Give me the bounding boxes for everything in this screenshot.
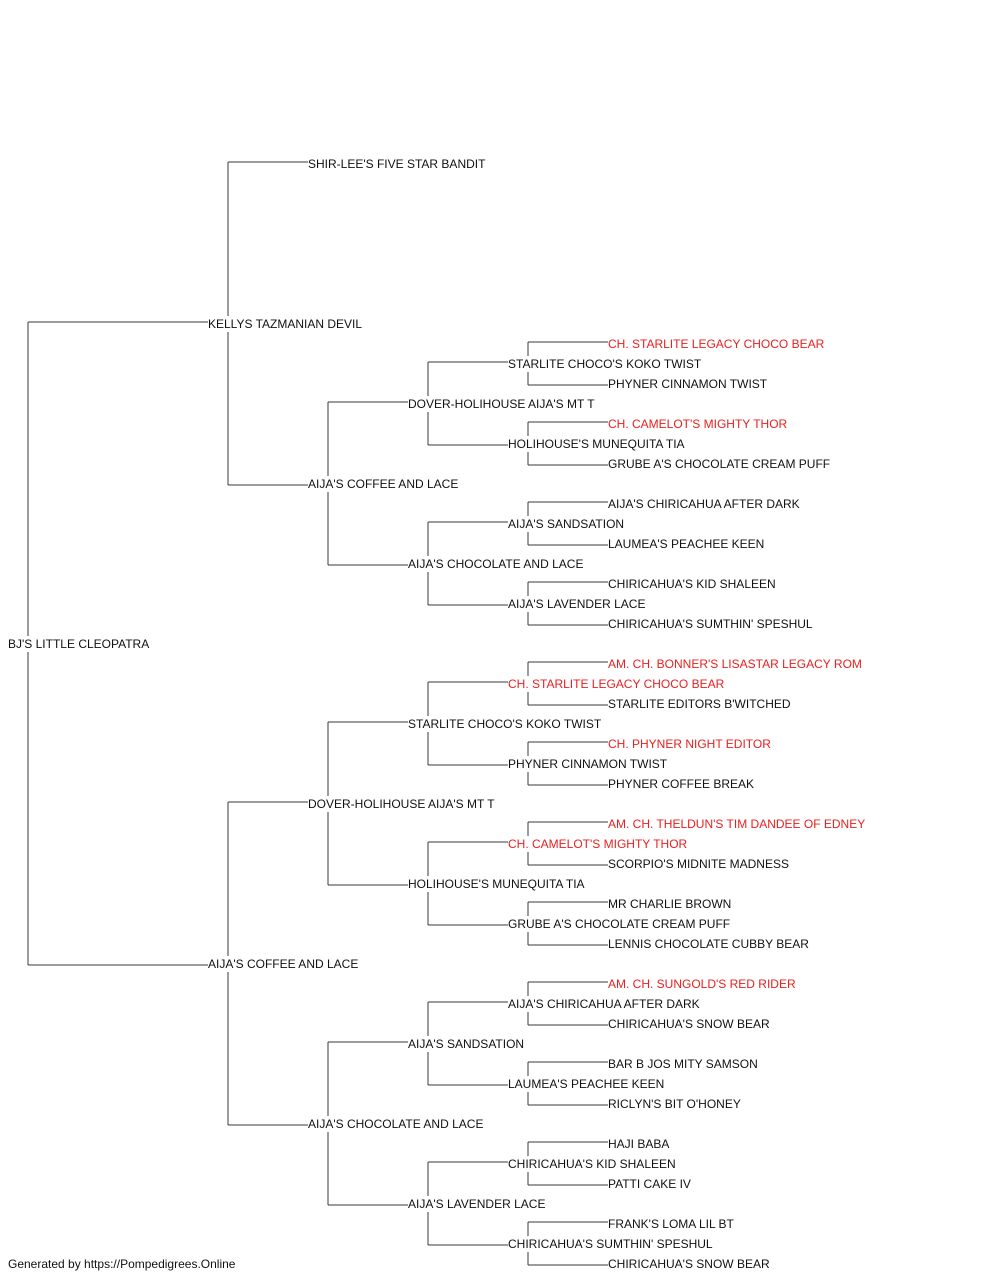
- ancestor-name: GRUBE A'S CHOCOLATE CREAM PUFF: [508, 917, 730, 931]
- ancestor-name: LAUMEA'S PEACHEE KEEN: [608, 537, 764, 551]
- ancestor-name: HOLIHOUSE'S MUNEQUITA TIA: [508, 437, 685, 451]
- ancestor-name: MR CHARLIE BROWN: [608, 897, 731, 911]
- ancestor-name: STARLITE EDITORS B'WITCHED: [608, 697, 791, 711]
- ancestor-name: CHIRICAHUA'S SUMTHIN' SPESHUL: [608, 617, 813, 631]
- ancestor-name: CHIRICAHUA'S SUMTHIN' SPESHUL: [508, 1237, 713, 1251]
- ancestor-name: AM. CH. THELDUN'S TIM DANDEE OF EDNEY: [608, 817, 865, 831]
- generated-by-footer: Generated by https://Pompedigrees.Online: [8, 1257, 236, 1271]
- subject-name: BJ'S LITTLE CLEOPATRA: [8, 637, 149, 651]
- ancestor-name: CH. CAMELOT'S MIGHTY THOR: [608, 417, 788, 431]
- ancestor-name: SCORPIO'S MIDNITE MADNESS: [608, 857, 789, 871]
- ancestor-name: RICLYN'S BIT O'HONEY: [608, 1097, 741, 1111]
- ancestor-name: STARLITE CHOCO'S KOKO TWIST: [408, 717, 602, 731]
- ancestor-name: CH. STARLITE LEGACY CHOCO BEAR: [508, 677, 725, 691]
- ancestor-name: AIJA'S SANDSATION: [408, 1037, 524, 1051]
- ancestor-name: KELLYS TAZMANIAN DEVIL: [208, 317, 362, 331]
- ancestor-name: DOVER-HOLIHOUSE AIJA'S MT T: [408, 397, 595, 411]
- ancestor-name: STARLITE CHOCO'S KOKO TWIST: [508, 357, 702, 371]
- ancestor-name: AIJA'S CHOCOLATE AND LACE: [308, 1117, 483, 1131]
- ancestor-name: AM. CH. SUNGOLD'S RED RIDER: [608, 977, 796, 991]
- ancestor-name: AIJA'S COFFEE AND LACE: [308, 477, 458, 491]
- ancestor-name: AIJA'S COFFEE AND LACE: [208, 957, 358, 971]
- ancestor-name: AIJA'S LAVENDER LACE: [508, 597, 645, 611]
- ancestor-name: CHIRICAHUA'S KID SHALEEN: [608, 577, 776, 591]
- ancestor-name: CH. PHYNER NIGHT EDITOR: [608, 737, 771, 751]
- ancestor-name: CH. STARLITE LEGACY CHOCO BEAR: [608, 337, 825, 351]
- ancestor-name: CHIRICAHUA'S KID SHALEEN: [508, 1157, 676, 1171]
- ancestor-name: PHYNER COFFEE BREAK: [608, 777, 754, 791]
- ancestor-name: AIJA'S SANDSATION: [508, 517, 624, 531]
- ancestor-name: BAR B JOS MITY SAMSON: [608, 1057, 758, 1071]
- ancestor-name: CHIRICAHUA'S SNOW BEAR: [608, 1257, 770, 1271]
- ancestor-name: HAJI BABA: [608, 1137, 669, 1151]
- ancestor-name: FRANK'S LOMA LIL BT: [608, 1217, 735, 1231]
- ancestor-name: AIJA'S CHIRICAHUA AFTER DARK: [608, 497, 800, 511]
- ancestor-name: SHIR-LEE'S FIVE STAR BANDIT: [308, 157, 486, 171]
- ancestor-name: AM. CH. BONNER'S LISASTAR LEGACY ROM: [608, 657, 862, 671]
- ancestor-name: AIJA'S LAVENDER LACE: [408, 1197, 545, 1211]
- ancestor-name: PHYNER CINNAMON TWIST: [508, 757, 668, 771]
- ancestor-name: LENNIS CHOCOLATE CUBBY BEAR: [608, 937, 809, 951]
- ancestor-name: LAUMEA'S PEACHEE KEEN: [508, 1077, 664, 1091]
- ancestor-name: CHIRICAHUA'S SNOW BEAR: [608, 1017, 770, 1031]
- ancestor-name: GRUBE A'S CHOCOLATE CREAM PUFF: [608, 457, 830, 471]
- ancestor-name: DOVER-HOLIHOUSE AIJA'S MT T: [308, 797, 495, 811]
- ancestor-name: CH. CAMELOT'S MIGHTY THOR: [508, 837, 688, 851]
- ancestor-name: AIJA'S CHIRICAHUA AFTER DARK: [508, 997, 700, 1011]
- ancestor-name: HOLIHOUSE'S MUNEQUITA TIA: [408, 877, 585, 891]
- ancestor-name: PHYNER CINNAMON TWIST: [608, 377, 768, 391]
- ancestor-name: PATTI CAKE IV: [608, 1177, 691, 1191]
- ancestor-name: AIJA'S CHOCOLATE AND LACE: [408, 557, 583, 571]
